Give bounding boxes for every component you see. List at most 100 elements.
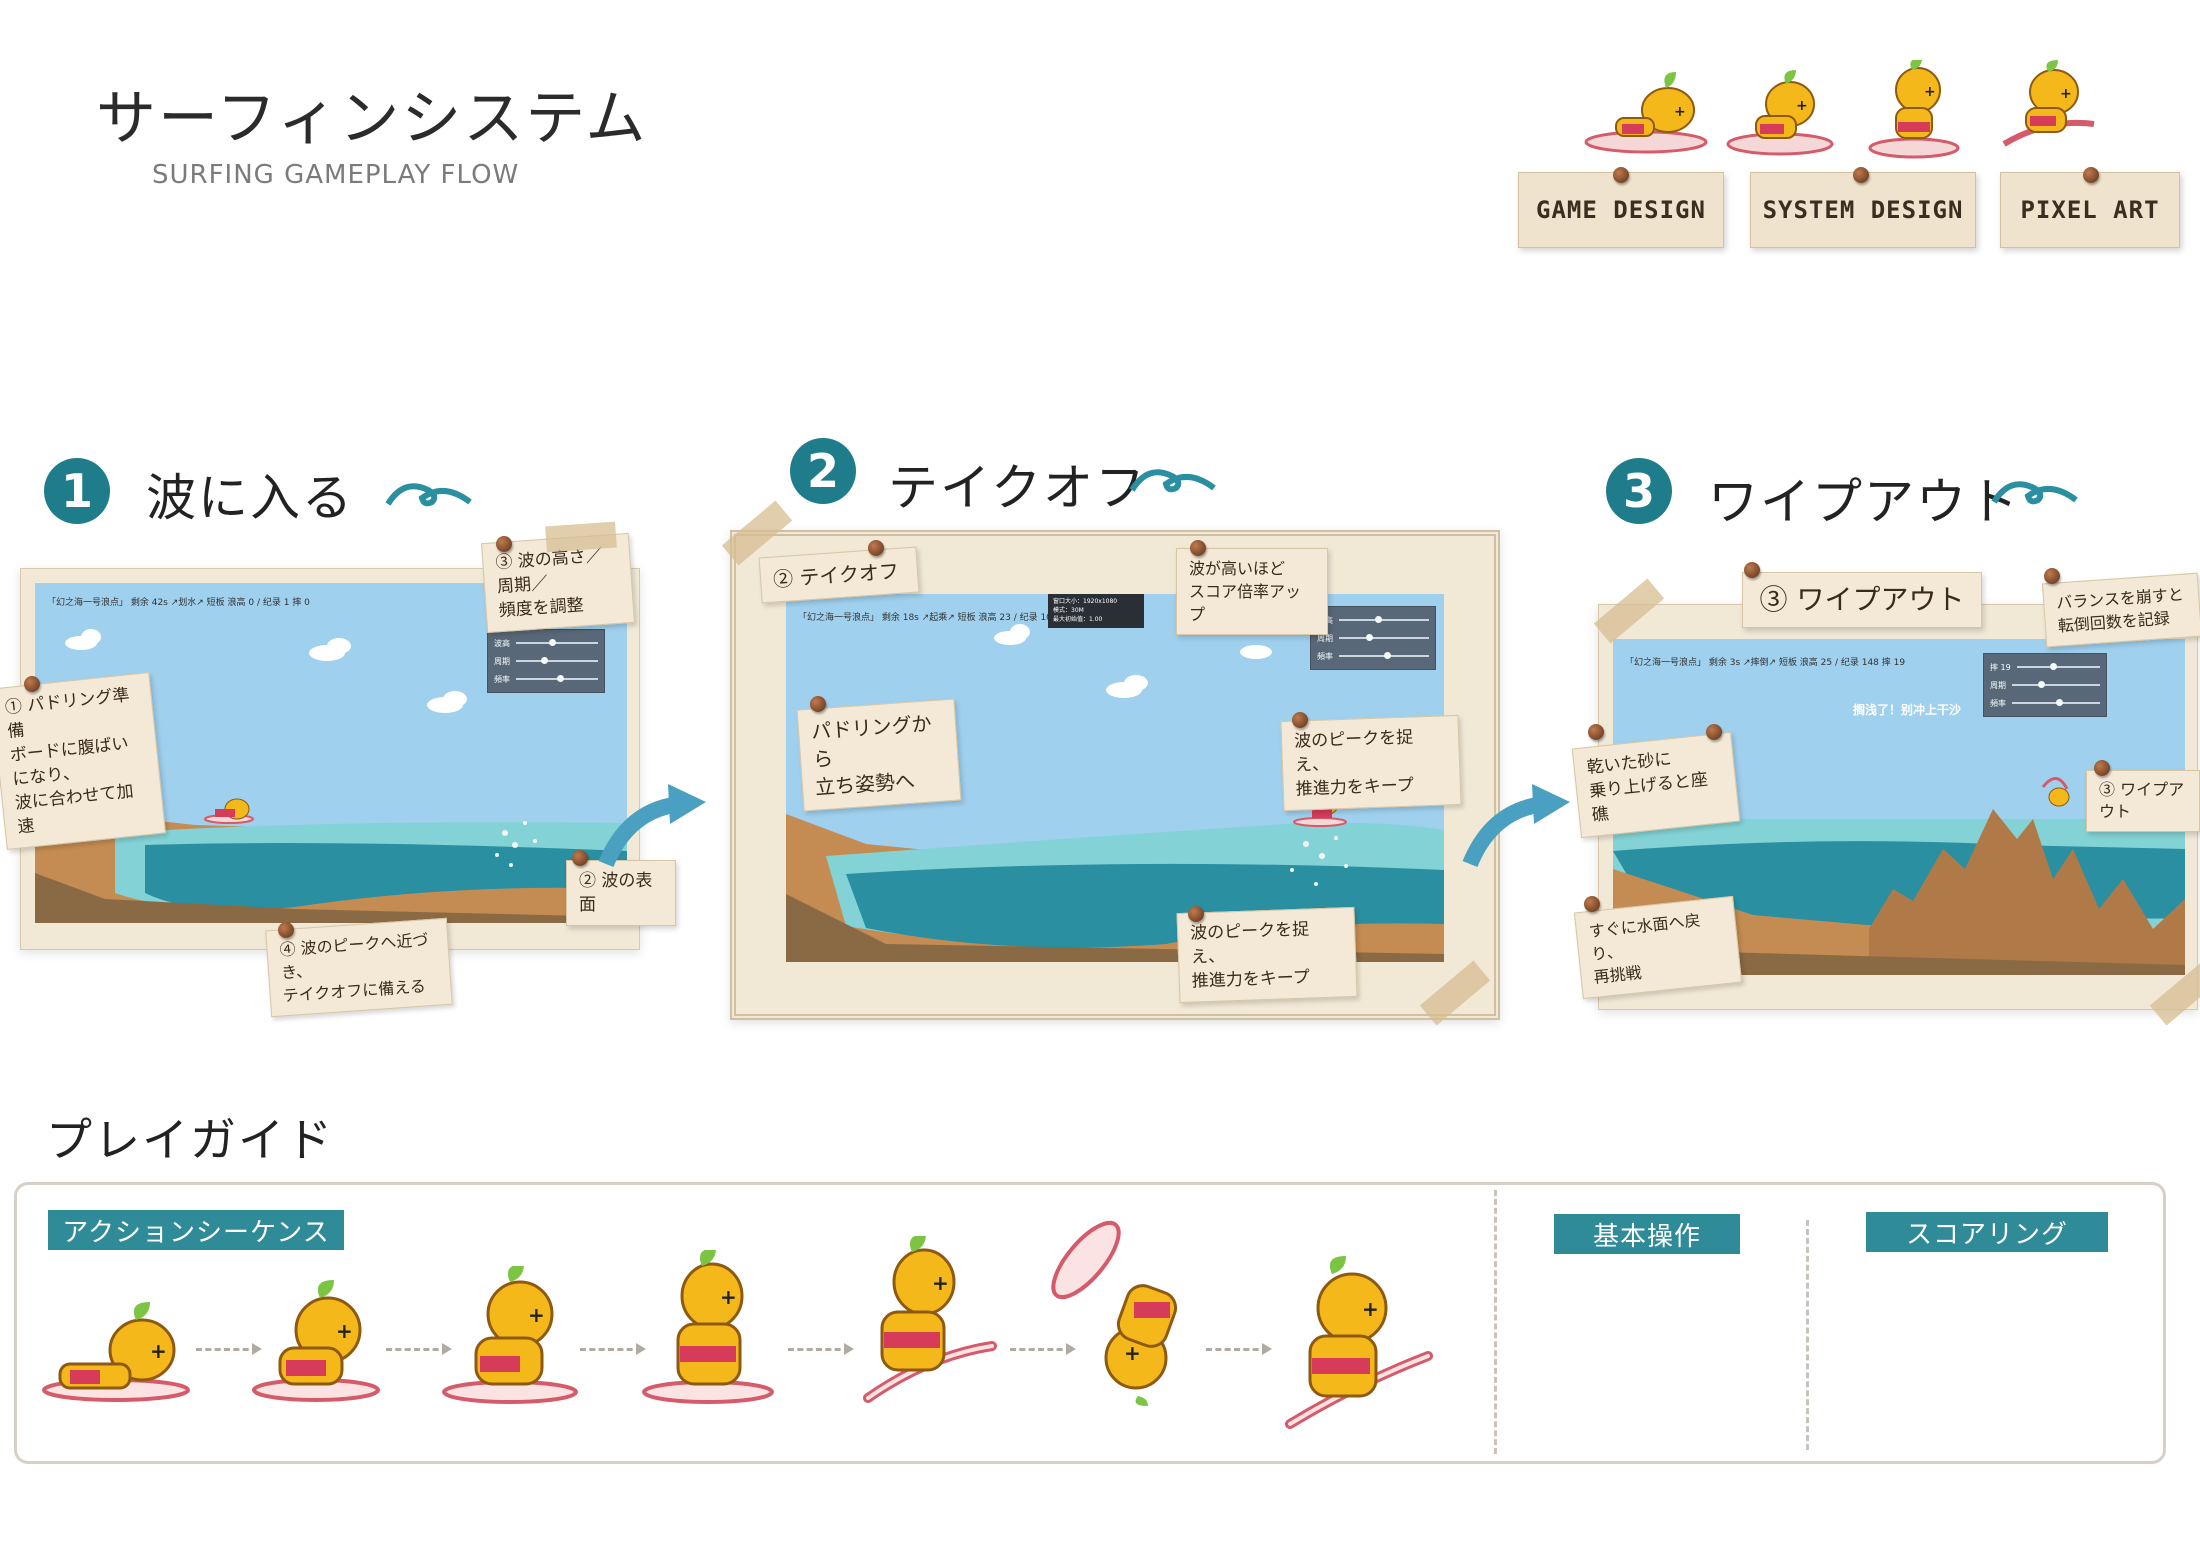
pin-icon (1584, 896, 1600, 912)
pin-icon (572, 850, 588, 866)
note-wipeout-side: ③ ワイプアウト (2086, 770, 2200, 832)
svg-text:+: + (1674, 104, 1686, 120)
flow-arrow-icon (1462, 784, 1570, 868)
panel-label: 摔 19 (1990, 662, 2011, 672)
info-line: 窗口大小：1920x1080 (1053, 598, 1118, 605)
pin-icon (1190, 540, 1206, 556)
mascot-surf-icon: + (2002, 60, 2095, 147)
divider (1806, 1220, 1809, 1450)
sequence-wipeout-icon: + (1051, 1220, 1178, 1406)
panel-label: 周期 (1990, 680, 2006, 690)
note-catch-peak-bottom: 波のピークを捉え、 推進力をキープ (1176, 906, 1358, 1004)
note-dry-sand: 乾いた砂に 乗り上げると座礁 (1571, 731, 1741, 839)
tag-label: PIXEL ART (2020, 196, 2160, 224)
pin-icon (2083, 167, 2099, 183)
pin-icon (2094, 760, 2110, 776)
svg-text:+: + (2060, 86, 2072, 102)
step-1-title: 波に入る (146, 469, 354, 527)
svg-text:+: + (150, 1339, 167, 1363)
svg-text:+: + (1796, 98, 1808, 114)
pin-icon (1588, 724, 1604, 740)
wave-settings-panel: 波高 周期 頻率 (1310, 606, 1436, 670)
panel-label: 周期 (494, 656, 510, 666)
step-3-title: ワイプアウト (1708, 473, 2020, 531)
pin-icon (278, 922, 294, 938)
hud-bar: 「幻之海一号浪点」 剩余 18s ↗起乘↗ 短板 浪高 23 / 纪录 10 摔… (798, 613, 1073, 623)
sequence-paddle-icon: + (42, 1302, 190, 1402)
sequence-arrow-icon (1010, 1343, 1076, 1355)
slider-track[interactable] (2012, 681, 2100, 688)
mascot-crouch-icon: + (1726, 70, 1834, 156)
note-paddling: ① パドリング準備 ボードに腹ばいになり、 波に合わせて加速 (0, 672, 167, 850)
pin-icon (1706, 724, 1722, 740)
note-balance: バランスを崩すと 転倒回数を記録 (2041, 572, 2200, 648)
pin-icon (1188, 906, 1204, 922)
svg-text:+: + (1124, 1341, 1141, 1365)
mascot-paddle-icon: + (1584, 72, 1708, 154)
wave-settings-panel: 摔 19 周期 頻率 (1983, 653, 2107, 717)
flow-arrow-icon (598, 784, 706, 868)
step-3-number: 3 (1606, 458, 1672, 524)
guide-title: プレイガイド (46, 1113, 334, 1167)
sequence-arrow-icon (386, 1343, 452, 1355)
panel-label: 頻率 (1317, 651, 1333, 661)
section-scoring: スコアリング (1866, 1212, 2108, 1252)
pin-icon (1292, 712, 1308, 728)
tag-system-design: SYSTEM DESIGN (1750, 167, 1976, 248)
note-wipeout-label: ③ ワイプアウト (1742, 572, 1982, 628)
slider-track[interactable] (1339, 616, 1429, 623)
tape (545, 521, 617, 553)
sequence-stand-icon: + (642, 1250, 774, 1404)
wave-icon (385, 483, 472, 507)
pin-icon (1853, 167, 1869, 183)
hud-bar: 「幻之海一号浪点」 剩余 3s ↗摔倒↗ 短板 浪高 25 / 纪录 148 摔… (1625, 658, 1906, 668)
pin-icon (868, 540, 884, 556)
slider-track[interactable] (516, 657, 598, 664)
svg-text:+: + (1362, 1297, 1379, 1321)
pin-icon (1613, 167, 1629, 183)
page-subtitle: SURFING GAMEPLAY FLOW (152, 160, 520, 190)
svg-text:+: + (528, 1303, 545, 1327)
tag-pixel-art: PIXEL ART (2000, 167, 2180, 248)
sequence-arrow-icon (580, 1343, 646, 1355)
step-2-number: 2 (790, 438, 856, 504)
info-line: 模式：30M (1053, 607, 1084, 614)
note-paddle-to-stand: パドリングから 立ち姿勢へ (796, 698, 962, 812)
tag-label: GAME DESIGN (1536, 196, 1706, 224)
svg-text:+: + (932, 1271, 949, 1295)
note-catch-peak-top: 波のピークを捉え、 推進力をキープ (1280, 714, 1462, 812)
tag-game-design: GAME DESIGN (1518, 167, 1724, 248)
info-box: 窗口大小：1920x1080 模式：30M 最大初始值：1.00 (1048, 594, 1144, 628)
sequence-ride-icon: + (863, 1236, 997, 1403)
slider-track[interactable] (1339, 652, 1429, 659)
sequence-arrow-icon (1206, 1343, 1272, 1355)
slider-track[interactable] (1339, 634, 1429, 641)
panel-label: 頻率 (1990, 698, 2006, 708)
note-score-multiplier: 波が高いほど スコア倍率アップ (1176, 548, 1328, 635)
svg-text:+: + (336, 1319, 353, 1343)
slider-track[interactable] (516, 639, 598, 646)
note-retry: すぐに水面へ戻り、 再挑戦 (1573, 895, 1743, 1000)
sequence-arrow-icon (788, 1343, 854, 1355)
pin-icon (2044, 568, 2060, 584)
divider (1494, 1190, 1497, 1454)
step-2-title: テイクオフ (888, 459, 1147, 517)
hud-bar: 「幻之海一号浪点」 剩余 42s ↗划水↗ 短板 浪高 0 / 纪录 1 摔 0 (47, 598, 310, 608)
panel-label: 周期 (1317, 633, 1333, 643)
panel-label: 波高 (494, 638, 510, 648)
slider-track[interactable] (2012, 699, 2100, 706)
pin-icon (24, 676, 40, 692)
section-basic-controls: 基本操作 (1554, 1214, 1740, 1254)
tag-label: SYSTEM DESIGN (1762, 196, 1964, 224)
wave-icon (1991, 481, 2078, 505)
mascot-stand-icon: + (1868, 60, 1960, 159)
sequence-arrow-icon (196, 1343, 262, 1355)
sequence-squat-icon: + (442, 1266, 578, 1404)
svg-text:+: + (1924, 84, 1936, 100)
pin-icon (496, 536, 512, 552)
sequence-crouch-icon: + (252, 1280, 380, 1402)
slider-track[interactable] (2016, 663, 2100, 670)
pin-icon (1744, 562, 1760, 578)
page-title: サーフィンシステム (96, 84, 648, 154)
slider-track[interactable] (516, 675, 598, 682)
